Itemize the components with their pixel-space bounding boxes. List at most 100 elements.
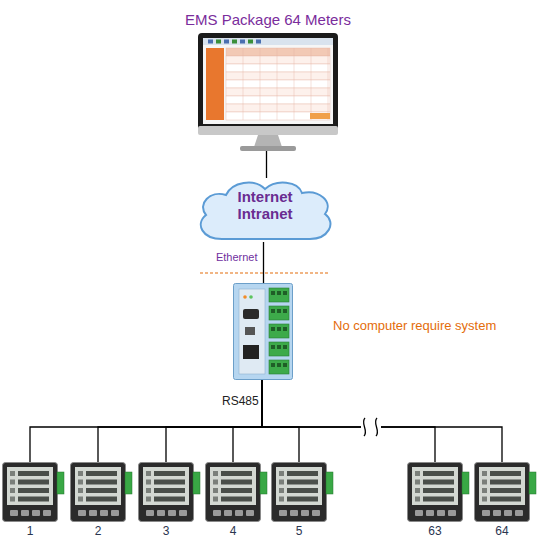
lcd-unit bbox=[78, 471, 83, 476]
lcd-unit bbox=[78, 488, 83, 493]
meter-button bbox=[279, 510, 287, 516]
bus-label: RS485 bbox=[222, 394, 259, 408]
usb-port bbox=[245, 327, 255, 335]
terminal-screw bbox=[283, 363, 287, 367]
meter-outline bbox=[70, 462, 132, 522]
meter-outline bbox=[2, 462, 64, 522]
lcd-unit bbox=[279, 471, 284, 476]
lcd-unit bbox=[213, 488, 218, 493]
terminal-screw bbox=[271, 327, 275, 331]
network-link bbox=[263, 242, 264, 283]
lcd-unit bbox=[482, 497, 487, 502]
system-title: EMS Package 64 Meters bbox=[185, 11, 351, 28]
lcd-unit bbox=[279, 480, 284, 485]
meter-button bbox=[78, 510, 86, 516]
node-label: Internet Intranet bbox=[228, 188, 302, 222]
table-row bbox=[226, 96, 330, 104]
meter-button bbox=[504, 510, 512, 516]
bus-break-symbol bbox=[363, 418, 365, 436]
lcd-unit bbox=[415, 497, 420, 502]
meter-terminal bbox=[529, 472, 536, 494]
lcd-digits bbox=[221, 480, 252, 485]
lcd-digits bbox=[423, 471, 454, 476]
lcd-unit bbox=[482, 488, 487, 493]
meter-outline bbox=[271, 462, 333, 522]
monitor-node: EMS Package 64 Meters bbox=[198, 33, 338, 151]
table-column bbox=[277, 48, 278, 120]
lcd-unit bbox=[415, 488, 420, 493]
meter-button bbox=[179, 510, 187, 516]
monitor-chin bbox=[198, 126, 338, 135]
lcd-unit bbox=[78, 480, 83, 485]
meter-bezel bbox=[408, 463, 463, 522]
gateway-outline bbox=[233, 283, 293, 380]
monitor-neck bbox=[254, 135, 282, 147]
lcd-unit bbox=[78, 497, 83, 502]
rs485-bus-wire bbox=[262, 380, 435, 462]
lcd-digits bbox=[490, 488, 521, 493]
terminal-block bbox=[269, 324, 289, 338]
terminal-screw bbox=[283, 327, 287, 331]
lcd-unit bbox=[213, 480, 218, 485]
power-meter: 4 bbox=[205, 462, 267, 522]
toolbar-icon bbox=[256, 40, 261, 44]
meter-bezel bbox=[475, 463, 530, 522]
lcd-digits bbox=[154, 488, 185, 493]
meter-button bbox=[301, 510, 309, 516]
meter-lcd bbox=[7, 467, 53, 505]
lcd-digits bbox=[221, 497, 252, 502]
meter-button bbox=[32, 510, 40, 516]
terminal-screw bbox=[271, 345, 275, 349]
meter-bezel bbox=[272, 463, 327, 522]
meter-button bbox=[168, 510, 176, 516]
status-led bbox=[243, 295, 247, 299]
rs485-bus-wire bbox=[98, 380, 262, 462]
table-column bbox=[328, 48, 329, 120]
meter-outline bbox=[407, 462, 469, 522]
meter-button bbox=[415, 510, 423, 516]
lcd-digits bbox=[287, 471, 318, 476]
terminal-block bbox=[269, 306, 289, 320]
table-column bbox=[260, 48, 261, 120]
network-cloud: Internet Intranet bbox=[192, 178, 338, 242]
power-meter: 3 bbox=[138, 462, 200, 522]
lcd-unit bbox=[415, 480, 420, 485]
power-meter: 63 bbox=[407, 462, 469, 522]
power-meter: 1 bbox=[2, 462, 64, 522]
lcd-unit bbox=[10, 488, 15, 493]
bus-gap bbox=[361, 422, 381, 432]
meter-outline bbox=[138, 462, 200, 522]
toolbar-icon bbox=[240, 40, 245, 44]
meter-lcd bbox=[75, 467, 121, 505]
lcd-digits bbox=[287, 488, 318, 493]
terminal-screw bbox=[271, 291, 275, 295]
lcd-digits bbox=[490, 480, 521, 485]
screen-side-panel bbox=[206, 48, 224, 120]
lcd-digits bbox=[154, 471, 185, 476]
meter-number: 4 bbox=[205, 524, 261, 537]
meter-button bbox=[43, 510, 51, 516]
meter-button bbox=[157, 510, 165, 516]
bus-break-symbol bbox=[375, 418, 377, 436]
meter-number: 63 bbox=[407, 524, 463, 537]
terminal-block bbox=[269, 360, 289, 374]
meter-button bbox=[426, 510, 434, 516]
meter-terminal bbox=[193, 472, 200, 494]
gateway-front-panel bbox=[239, 289, 265, 374]
meter-lcd bbox=[143, 467, 189, 505]
power-meter: 5 bbox=[271, 462, 333, 522]
lcd-digits bbox=[86, 471, 117, 476]
meter-lcd bbox=[276, 467, 322, 505]
lcd-digits bbox=[423, 497, 454, 502]
node-label: No computer require system bbox=[333, 318, 496, 333]
table-column bbox=[294, 48, 295, 120]
toolbar-icon bbox=[216, 40, 221, 44]
meter-button bbox=[89, 510, 97, 516]
serial-port bbox=[243, 309, 259, 319]
lcd-digits bbox=[154, 497, 185, 502]
table-row bbox=[226, 112, 330, 120]
lcd-digits bbox=[18, 497, 49, 502]
meter-bezel bbox=[139, 463, 194, 522]
screen-toolbar bbox=[203, 38, 333, 45]
meter-button bbox=[448, 510, 456, 516]
